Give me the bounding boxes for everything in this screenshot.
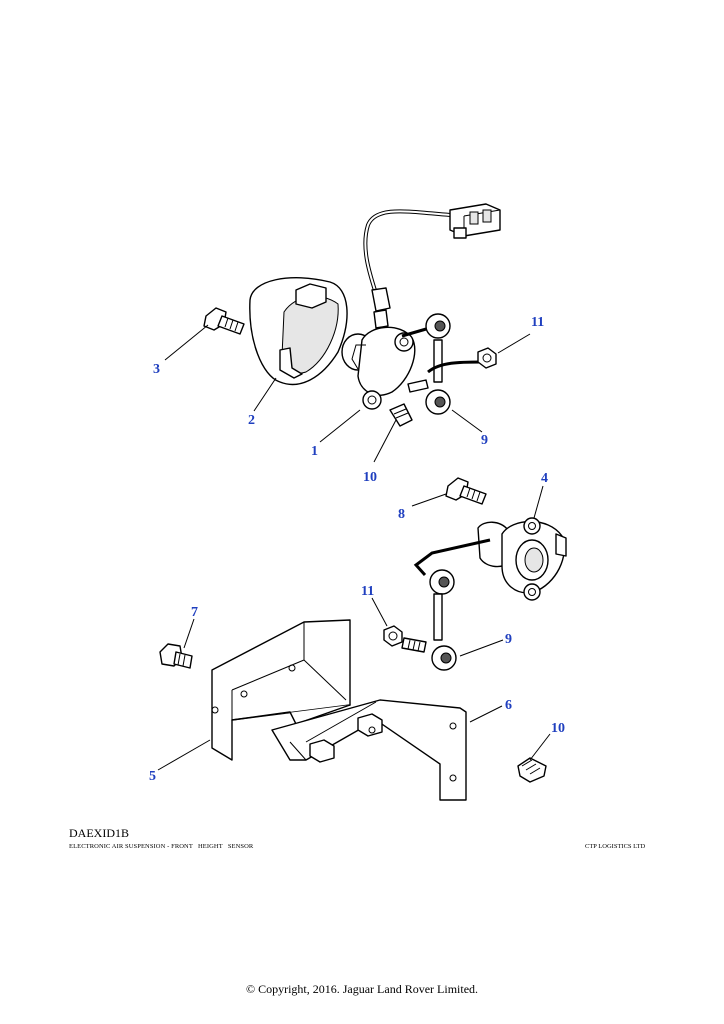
screw-10-lower [517, 757, 547, 783]
callout-8: 8 [398, 507, 405, 522]
callout-10-lower: 10 [551, 721, 565, 736]
callout-3: 3 [153, 362, 160, 377]
link-arm-upper [401, 313, 483, 415]
copyright-notice: © Copyright, 2016. Jaguar Land Rover Lim… [245, 982, 479, 996]
height-sensor-4 [477, 517, 567, 601]
sensor-cover [249, 277, 348, 386]
callout-2: 2 [248, 413, 255, 428]
screw-10-upper [389, 403, 413, 427]
height-sensor-body [341, 326, 416, 410]
callout-5: 5 [149, 769, 156, 784]
bolt-8 [445, 477, 487, 505]
bolt-7 [159, 643, 193, 669]
leader-lines [157, 324, 551, 771]
bracket-5 [211, 619, 351, 761]
callout-6: 6 [505, 698, 512, 713]
callout-9-lower: 9 [505, 632, 512, 647]
diagram-code: DAEXID1B [69, 826, 129, 840]
link-arm-lower [401, 538, 491, 671]
callout-9-upper: 9 [481, 433, 488, 448]
supplier-label: CTP LOGISTICS LTD [585, 843, 646, 850]
callout-7: 7 [191, 605, 198, 620]
callout-11-upper: 11 [531, 315, 544, 330]
bolt-3 [203, 307, 245, 335]
callout-10-upper: 10 [363, 470, 377, 485]
cable-connector [449, 203, 501, 239]
bracket-6 [271, 699, 467, 801]
nut-11-upper [477, 347, 497, 369]
callout-4: 4 [541, 471, 548, 486]
nut-11-lower [383, 625, 403, 647]
callout-1: 1 [311, 444, 318, 459]
callout-11-lower: 11 [361, 584, 374, 599]
sensor-cable [363, 209, 451, 329]
diagram-description: ELECTRONIC AIR SUSPENSION - FRONT HEIGHT… [69, 843, 254, 850]
